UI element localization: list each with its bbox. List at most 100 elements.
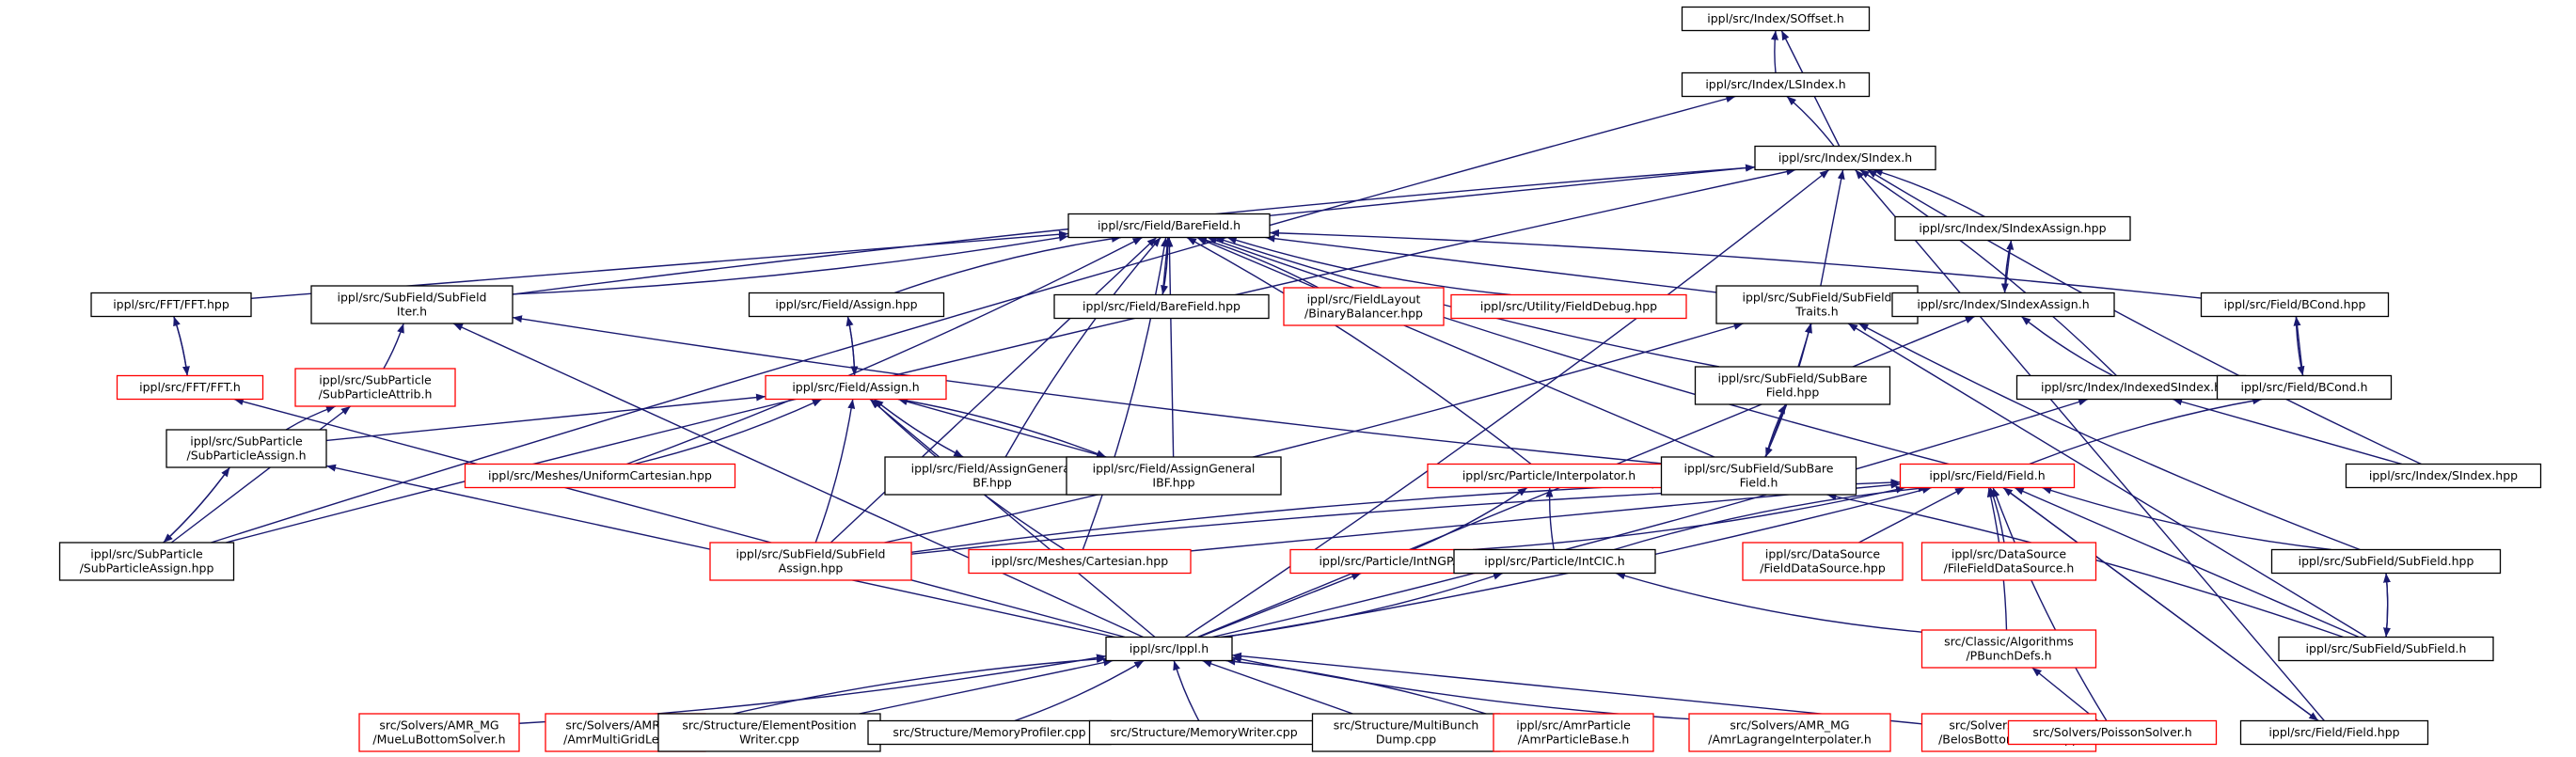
file-node-box xyxy=(1105,636,1233,662)
file-node-poissonsolver[interactable]: src/Solvers/PoissonSolver.h xyxy=(2007,719,2218,746)
file-node-label: ippl/src/Index/SOffset.h xyxy=(1707,11,1844,25)
file-node-box xyxy=(1660,456,1857,496)
file-node-label: ippl/src/Field/Assign.h xyxy=(792,380,919,394)
file-node-box xyxy=(884,456,1100,496)
file-node-field-hpp[interactable]: ippl/src/Field/Field.hpp xyxy=(2239,719,2429,746)
file-node-box xyxy=(1920,629,2097,669)
file-node-label: ippl/src/SubParticle xyxy=(190,434,303,449)
file-node-label: ippl/src/Index/IndexedSIndex.h xyxy=(2041,380,2221,394)
file-node-box xyxy=(2278,636,2494,662)
edge-assign-h-to-assign-hpp xyxy=(846,316,859,376)
edge-subfieldtraits-to-subfieldassign xyxy=(884,323,1744,544)
file-node-label: BF.hpp xyxy=(972,476,1012,490)
file-node-barefield-hpp[interactable]: ippl/src/Field/BareField.hpp xyxy=(1053,293,1270,320)
file-node-amrlagrange[interactable]: src/Solvers/AMR_MG/AmrLagrangeInterpolat… xyxy=(1688,713,1891,752)
file-node-label: ippl/src/Particle/IntCIC.h xyxy=(1484,554,1624,568)
file-node-subparticleattrib[interactable]: ippl/src/SubParticle/SubParticleAttrib.h xyxy=(294,368,456,407)
file-node-sindexassign-hpp[interactable]: ippl/src/Index/SIndexAssign.hpp xyxy=(1894,215,2131,242)
file-node-box xyxy=(657,713,881,752)
file-node-sindexassign-h[interactable]: ippl/src/Index/SIndexAssign.h xyxy=(1891,292,2115,318)
file-node-memorywriter[interactable]: src/Structure/MemoryWriter.cpp xyxy=(1088,719,1320,746)
file-node-ippl-h[interactable]: ippl/src/Ippl.h xyxy=(1105,636,1233,662)
edge-ippl-h-to-memorywriter xyxy=(1173,660,1200,721)
file-node-box xyxy=(765,374,947,401)
file-node-label: ippl/src/AmrParticle xyxy=(1516,718,1631,733)
file-node-fielddatasource[interactable]: ippl/src/DataSource/FieldDataSource.hpp xyxy=(1742,542,1904,581)
file-node-subfield-h[interactable]: ippl/src/SubField/SubField.h xyxy=(2278,636,2494,662)
file-node-interpolator[interactable]: ippl/src/Particle/Interpolator.h xyxy=(1427,463,1671,489)
file-node-sindex-hpp[interactable]: ippl/src/Index/SIndex.hpp xyxy=(2345,463,2542,489)
file-node-box xyxy=(1681,6,1871,32)
file-node-box xyxy=(1053,293,1270,320)
file-node-box xyxy=(2007,719,2218,746)
file-node-binarybalancer[interactable]: ippl/src/FieldLayout/BinaryBalancer.hpp xyxy=(1283,287,1445,326)
file-node-label: ippl/src/FieldLayout xyxy=(1307,292,1421,307)
file-node-box xyxy=(1088,719,1320,746)
edge-sindexassign-hpp-to-sindexassign-h xyxy=(2003,240,2015,293)
file-node-bcond-h[interactable]: ippl/src/Field/BCond.h xyxy=(2216,374,2393,401)
edge-barefield-to-interpolator xyxy=(1186,236,1532,465)
file-node-assign-hpp[interactable]: ippl/src/Field/Assign.hpp xyxy=(748,292,945,318)
file-node-label: Iter.h xyxy=(397,305,427,319)
file-node-box xyxy=(294,368,456,407)
file-node-subparticleassign-h[interactable]: ippl/src/SubParticle/SubParticleAssign.h xyxy=(166,429,327,468)
file-node-box xyxy=(709,542,912,581)
file-node-label: /AmrLagrangeInterpolater.h xyxy=(1708,733,1872,747)
file-node-mlbottomsolver[interactable]: src/Solvers/AMR_MG/MueLuBottomSolver.h xyxy=(358,713,520,752)
file-node-filefielddatasource[interactable]: ippl/src/DataSource/FileFieldDataSource.… xyxy=(1920,542,2097,581)
file-node-label: ippl/src/Field/BareField.h xyxy=(1098,218,1241,232)
file-node-field-h[interactable]: ippl/src/Field/Field.h xyxy=(1899,463,2076,489)
file-node-box xyxy=(1754,145,1936,171)
file-node-assign-h[interactable]: ippl/src/Field/Assign.h xyxy=(765,374,947,401)
file-node-label: /SubParticleAssign.hpp xyxy=(80,561,214,576)
file-node-bcond-hpp[interactable]: ippl/src/Field/BCond.hpp xyxy=(2200,292,2390,318)
edge-sindex-to-subparticleassign-hpp xyxy=(226,167,1796,544)
file-node-box xyxy=(358,713,520,752)
file-node-label: ippl/src/Particle/Interpolator.h xyxy=(1462,468,1636,482)
file-node-indexedsindex[interactable]: ippl/src/Index/IndexedSIndex.h xyxy=(2015,374,2247,401)
file-node-barefield[interactable]: ippl/src/Field/BareField.h xyxy=(1067,213,1271,239)
file-node-label: ippl/src/FFT/FFT.h xyxy=(139,380,241,394)
file-node-label: ippl/src/Index/SIndex.h xyxy=(1778,150,1912,165)
file-node-fft-hpp[interactable]: ippl/src/FFT/FFT.hpp xyxy=(90,292,252,318)
file-node-fielddebug[interactable]: ippl/src/Utility/FieldDebug.hpp xyxy=(1450,293,1687,320)
file-node-amrparticlebase[interactable]: ippl/src/AmrParticle/AmrParticleBase.h xyxy=(1493,713,1654,752)
file-node-subfield-hpp[interactable]: ippl/src/SubField/SubField.hpp xyxy=(2270,548,2502,575)
file-node-soffset: ippl/src/Index/SOffset.h xyxy=(1681,6,1871,32)
file-node-memoryprofiler[interactable]: src/Structure/MemoryProfiler.cpp xyxy=(867,719,1112,746)
file-node-label: /AmrMultiGridLevel.h xyxy=(563,733,687,747)
file-node-label: ippl/src/SubField/SubField xyxy=(736,547,886,561)
edge-sindexassign-h-to-indexedsindex xyxy=(2020,315,2113,377)
file-node-fft-h[interactable]: ippl/src/FFT/FFT.h xyxy=(116,374,264,401)
file-node-box xyxy=(1066,456,1282,496)
edge-assign-h-to-uniformcartesian xyxy=(634,398,823,465)
file-node-sindex[interactable]: ippl/src/Index/SIndex.h xyxy=(1754,145,1936,171)
edge-indexedsindex-to-ippl-h xyxy=(1211,398,2089,639)
file-node-label: ippl/src/DataSource xyxy=(1952,547,2067,561)
file-node-cartesian[interactable]: ippl/src/Meshes/Cartesian.hpp xyxy=(968,548,1192,575)
file-node-lsindex[interactable]: ippl/src/Index/LSIndex.h xyxy=(1681,71,1871,98)
file-node-box xyxy=(2200,292,2390,318)
file-node-pbunchdefs[interactable]: src/Classic/Algorithms/PBunchDefs.h xyxy=(1920,629,2097,669)
file-node-label: /PBunchDefs.h xyxy=(1966,649,2051,663)
edge-sindex-to-field-hpp xyxy=(1855,169,2325,721)
file-node-label: src/Structure/MemoryProfiler.cpp xyxy=(893,725,1085,739)
edge-barefield-to-uniformcartesian xyxy=(626,236,1143,465)
file-node-uniformcartesian[interactable]: ippl/src/Meshes/UniformCartesian.hpp xyxy=(464,463,736,489)
edge-bcond-hpp-to-bcond-h xyxy=(2293,316,2304,376)
file-node-subparticleassign-hpp[interactable]: ippl/src/SubParticle/SubParticleAssign.h… xyxy=(58,542,235,581)
file-node-label: ippl/src/SubField/SubField xyxy=(1743,291,1892,305)
file-node-intcic[interactable]: ippl/src/Particle/IntCIC.h xyxy=(1453,548,1656,575)
file-node-box xyxy=(1688,713,1891,752)
edge-barefield-to-fielddebug xyxy=(1226,236,1511,296)
edge-intngp-to-ippl-h xyxy=(1198,572,1362,639)
